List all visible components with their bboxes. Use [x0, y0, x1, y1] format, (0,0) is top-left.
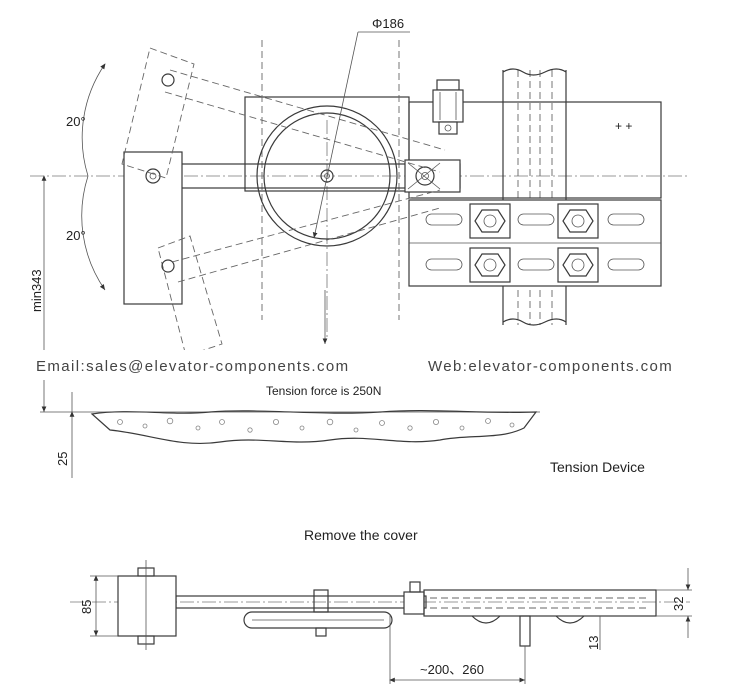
angle-arc-upper	[81, 63, 106, 177]
tension-force-label: Tension force is 250N	[266, 384, 381, 398]
horizontal-range-label: ~200、260	[420, 662, 484, 677]
bolt-head	[469, 247, 511, 283]
counterweight-upper-position	[121, 47, 446, 179]
bolt-head	[557, 203, 599, 239]
guide-rail	[502, 68, 567, 326]
counterweight	[123, 151, 183, 305]
offset-label: 13	[586, 636, 601, 650]
cross-marks: + +	[615, 119, 632, 133]
bolt-head	[469, 203, 511, 239]
watermark-web: Web:elevator-components.com	[428, 358, 673, 375]
clamp-bracket	[408, 199, 662, 287]
diameter-label: Φ186	[372, 16, 404, 31]
angle-lower-label: 20°	[66, 228, 86, 243]
ground-aggregate	[117, 417, 515, 433]
min-dimension-label: min343	[29, 269, 44, 312]
bottom-view: Remove the cover 85	[70, 527, 692, 684]
plate-side	[403, 581, 657, 647]
pulley-housing	[244, 96, 410, 192]
height-left-label: 85	[79, 600, 94, 614]
pulley-side	[243, 589, 393, 637]
bolt-head	[557, 247, 599, 283]
angle-arc-lower	[81, 175, 106, 291]
safety-switch	[432, 79, 464, 135]
watermark-email: Email:sales@elevator-components.com	[36, 358, 350, 375]
top-view: + +	[29, 16, 690, 412]
counterweight-lower-position	[157, 189, 441, 357]
counterweight-side	[117, 560, 177, 650]
height-right-label: 32	[671, 597, 686, 611]
ground-gap-label: 25	[55, 452, 70, 466]
caption-remove-cover: Remove the cover	[304, 527, 418, 543]
ground-pit	[90, 410, 538, 445]
ground-section: Tension force is 250N 25 Tension Device	[40, 384, 645, 478]
angle-upper-label: 20°	[66, 114, 86, 129]
pulley	[256, 105, 398, 247]
caption-tension-device: Tension Device	[550, 459, 645, 475]
diameter-leader	[312, 31, 359, 239]
